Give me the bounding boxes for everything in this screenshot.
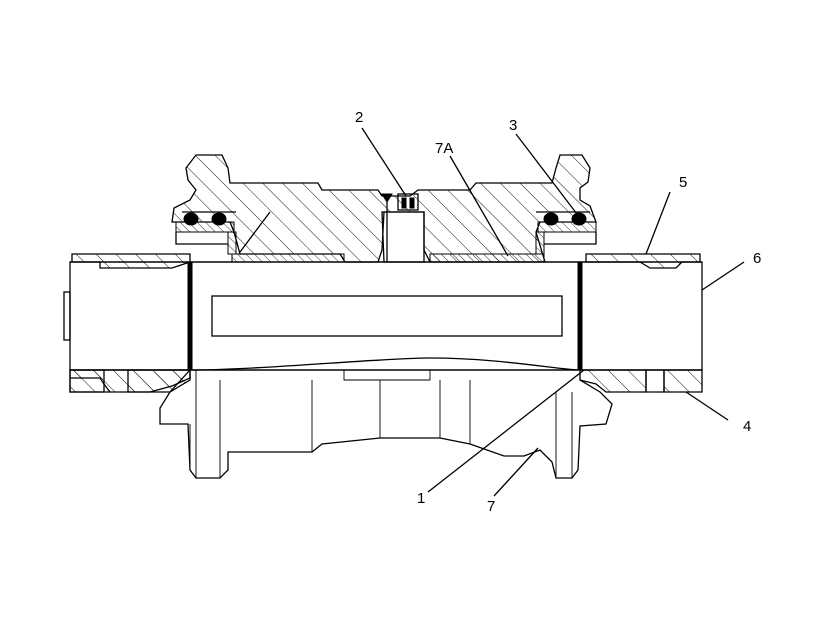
collar-lower-right-block	[663, 369, 703, 393]
leader-2	[361, 127, 407, 197]
central-bore-upper	[381, 211, 425, 263]
shaft-upper-right-collar	[585, 253, 701, 269]
roller-body-lower-outline	[159, 369, 613, 479]
bushing-right	[577, 261, 583, 371]
callout-label-7A: 7A	[435, 140, 453, 157]
leader-1	[427, 369, 585, 493]
callout-label-6: 6	[753, 250, 761, 267]
leader-6	[701, 261, 745, 291]
callout-label-5: 5	[679, 174, 687, 191]
callout-label-7: 7	[487, 498, 495, 515]
seal-group-left	[175, 211, 237, 255]
shaft	[69, 261, 703, 371]
leader-4	[685, 391, 729, 421]
bushing-left	[187, 261, 193, 371]
collar-lower-right	[579, 369, 647, 393]
shaft-upper-left-collar	[71, 253, 191, 269]
leader-5	[645, 191, 671, 255]
leader-3	[515, 133, 581, 219]
leader-7A	[449, 155, 509, 257]
seal-group-right	[535, 211, 597, 255]
shaft-left-end-stub	[63, 291, 71, 341]
fill-plug	[381, 193, 419, 262]
collar-lower-gap	[645, 369, 665, 393]
bearing-sleeve-left	[231, 253, 345, 263]
callout-label-1: 1	[417, 490, 425, 507]
leader-7	[493, 447, 539, 497]
callout-label-3: 3	[509, 117, 517, 134]
collar-lower-left-block	[69, 369, 105, 393]
callout-label-2: 2	[355, 109, 363, 126]
bearing-sleeve-right	[429, 253, 545, 263]
callout-label-4: 4	[743, 418, 751, 435]
oil-passage-slot	[211, 295, 563, 337]
